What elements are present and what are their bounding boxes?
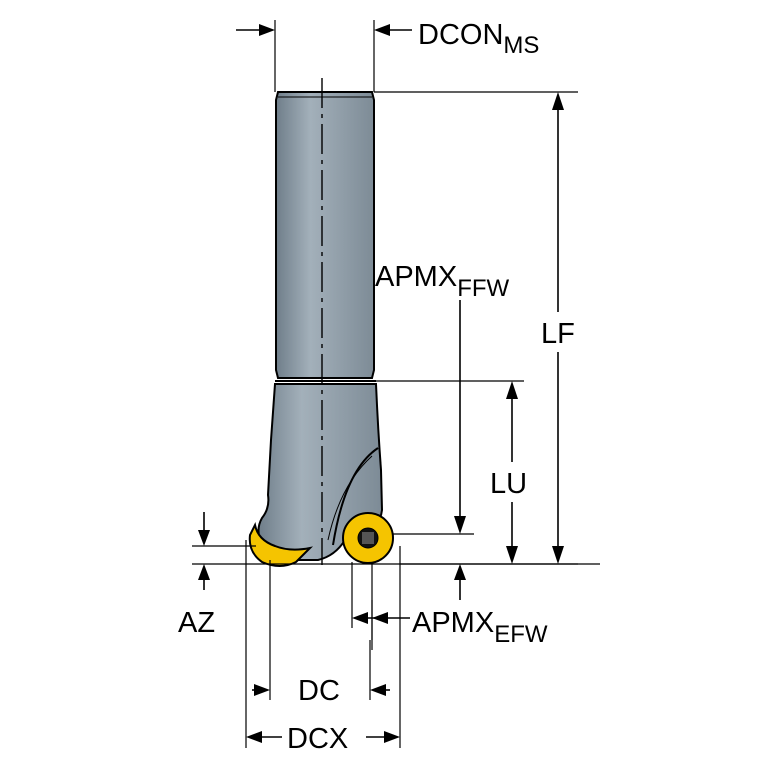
lf-arrow-bottom [552,546,564,564]
tool-head [257,383,384,561]
dcon-arrow-left [259,24,275,36]
screw-torx [362,532,374,544]
lu-arrow-bottom [506,546,518,564]
apmx-efw-arrow-up [454,564,466,580]
chip-flute [332,447,379,546]
dc-arrow-left [254,684,270,696]
apmx-ffw-arrow [454,516,466,534]
dc-label: DC [298,675,340,707]
dc-arrow-right [370,684,386,696]
insert-left [248,521,314,567]
dcx-label: DCX [287,723,348,755]
dcx-arrow-left [246,731,262,743]
apmx-efw-arrow-right [372,612,388,624]
lu-arrow-top [506,381,518,399]
lu-label: LU [490,468,527,500]
dcon-arrow-right [374,24,390,36]
lf-arrow-top [552,92,564,110]
apmx-efw-label: APMXEFW [412,607,548,648]
chip-flute-inner [327,455,373,541]
tool-shank [275,91,375,379]
az-arrow-top [198,530,210,546]
apmx-efw-arrow-left [352,612,368,624]
lf-label: LF [541,318,575,350]
apmx-ffw-label: APMXFFW [375,261,510,302]
dcx-arrow-right [384,731,400,743]
az-label: AZ [178,607,215,639]
az-arrow-bottom [198,564,210,580]
dcon-label: DCONMS [418,19,539,59]
